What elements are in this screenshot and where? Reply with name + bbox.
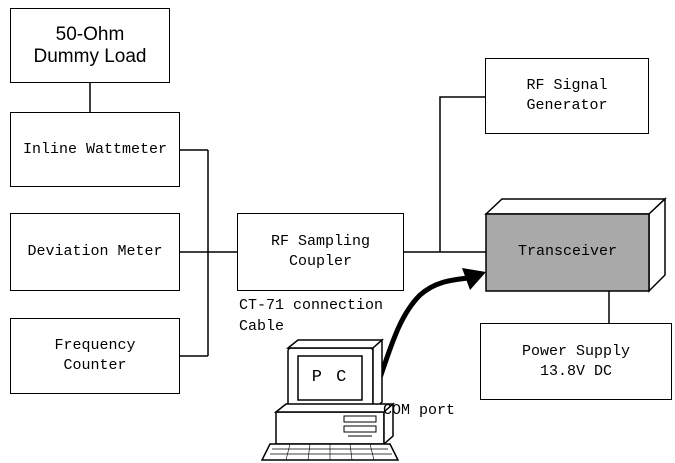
- deviation-meter-box: Deviation Meter: [10, 213, 180, 291]
- dummy-load-line2: Dummy Load: [33, 45, 147, 67]
- power-supply-line2: 13.8V DC: [539, 362, 612, 380]
- power-supply-box: Power Supply 13.8V DC: [480, 323, 672, 400]
- com-port-label: COM port: [383, 402, 456, 419]
- cable-label-line2: Cable: [239, 318, 285, 335]
- frequency-counter-box: Frequency Counter: [10, 318, 180, 394]
- sampling-coupler-line2: Coupler: [288, 253, 352, 270]
- signal-generator-line1: RF Signal: [526, 77, 608, 94]
- transceiver-box-shape: [484, 197, 667, 293]
- signal-generator-line2: Generator: [526, 97, 608, 114]
- frequency-counter-line2: Counter: [63, 357, 127, 374]
- deviation-meter-label: Deviation Meter: [27, 243, 163, 260]
- transceiver-label: Transceiver: [517, 243, 618, 260]
- wattmeter-label: Inline Wattmeter: [22, 140, 168, 158]
- signal-generator-box: RF Signal Generator: [485, 58, 649, 134]
- pc-screen-label: P C: [311, 368, 349, 387]
- sampling-coupler-line1: RF Sampling: [270, 233, 371, 250]
- wattmeter-box: Inline Wattmeter: [10, 112, 180, 187]
- frequency-counter-line1: Frequency: [54, 337, 136, 354]
- com-cable-arrowhead: [462, 268, 486, 290]
- power-supply-line1: Power Supply: [521, 342, 631, 360]
- wire-signal-generator: [439, 96, 485, 252]
- pc-icon: [260, 338, 400, 461]
- com-cable: [367, 275, 471, 408]
- sampling-coupler-box: RF Sampling Coupler: [237, 213, 404, 291]
- dummy-load-line1: 50-Ohm: [55, 23, 125, 45]
- dummy-load-box: 50-Ohm Dummy Load: [10, 8, 170, 83]
- cable-label-line1: CT-71 connection: [239, 297, 384, 314]
